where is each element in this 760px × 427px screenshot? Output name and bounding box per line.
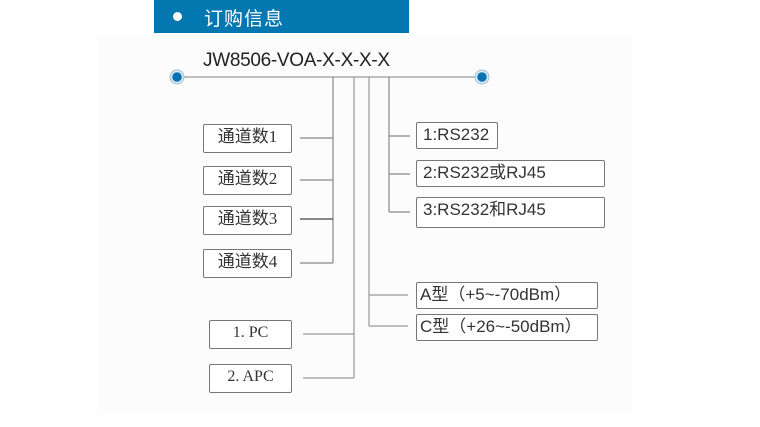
interface-branch: [388, 77, 410, 213]
option-connector-pc: 1. PC: [209, 320, 292, 349]
option-channels-3: 通道数3: [203, 206, 292, 235]
option-interface-3: 3:RS232和RJ45: [416, 197, 605, 228]
section-title: 订购信息: [204, 8, 285, 30]
option-connector-apc: 2. APC: [209, 364, 292, 393]
connector-branch: [303, 77, 355, 379]
channels-branch: [300, 77, 334, 264]
option-type-a: A型（+5~-70dBm）: [416, 282, 598, 309]
option-channels-2: 通道数2: [203, 166, 292, 195]
option-interface-1: 1:RS232: [416, 122, 498, 149]
bullet-icon: [173, 12, 182, 21]
option-channels-1: 通道数1: [203, 124, 292, 153]
option-interface-2: 2:RS232或RJ45: [416, 160, 605, 187]
attenuation-branch: [368, 77, 408, 327]
option-type-c: C型（+26~-50dBm）: [416, 314, 598, 341]
option-channels-4: 通道数4: [203, 249, 292, 278]
section-header: 订购信息: [154, 0, 409, 33]
model-code: JW8506-VOA-X-X-X-X: [203, 50, 390, 71]
